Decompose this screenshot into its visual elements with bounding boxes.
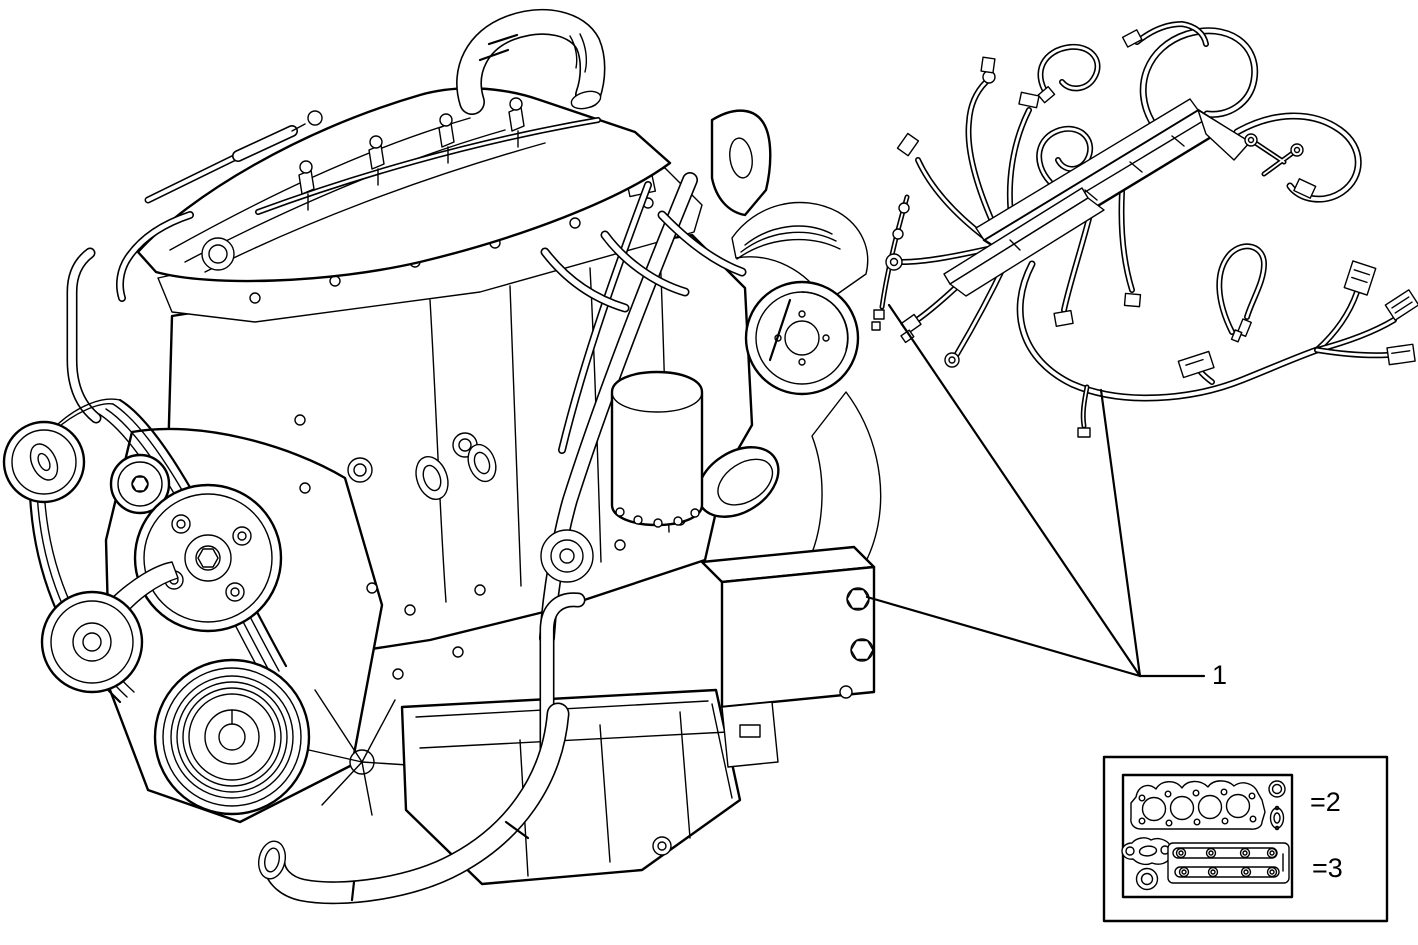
wiring-harness-drawing bbox=[871, 21, 1418, 438]
starter-bolt bbox=[850, 638, 874, 662]
breather-hose bbox=[116, 211, 194, 302]
water-pump-pulley bbox=[133, 483, 283, 633]
gasket-label-3: =3 bbox=[1312, 853, 1343, 883]
oil-filter bbox=[610, 370, 704, 528]
head-gasket-drawing bbox=[1130, 780, 1286, 831]
injector bbox=[438, 113, 455, 164]
starter-motor-block bbox=[700, 545, 876, 768]
crankshaft-pulley bbox=[153, 658, 311, 816]
injector bbox=[508, 97, 525, 148]
turbocharger bbox=[696, 201, 882, 595]
fuel-rail-and-injectors bbox=[255, 97, 601, 215]
exhaust-manifold bbox=[540, 210, 747, 313]
injection-pump bbox=[540, 529, 594, 583]
heater-standpipe bbox=[66, 247, 102, 424]
gasket-label-2: =2 bbox=[1310, 787, 1341, 817]
lifting-eye-bracket bbox=[710, 109, 772, 217]
lower-gasket-set-drawing bbox=[1121, 837, 1290, 891]
injector bbox=[298, 160, 315, 211]
small-idler-pulley bbox=[109, 453, 171, 515]
gasket-inset-box: =2 =3 bbox=[1102, 755, 1389, 923]
callout-1-label: 1 bbox=[1212, 660, 1227, 690]
callout-leader-lines bbox=[865, 303, 1206, 678]
lower-intake-hose bbox=[257, 702, 570, 905]
engine-assembly-drawing bbox=[2, 8, 882, 905]
starter-bolt bbox=[846, 587, 870, 611]
idler-pulley bbox=[2, 420, 86, 504]
harness-trunk bbox=[943, 98, 1251, 297]
injector bbox=[368, 135, 385, 186]
harness-wires bbox=[879, 21, 1397, 429]
dipstick-tube bbox=[144, 110, 323, 204]
belt-tensioner-pulley bbox=[40, 561, 179, 694]
intake-elbow-hose bbox=[456, 8, 606, 115]
coolant-pipe bbox=[539, 592, 586, 756]
oil-filler-cap bbox=[201, 237, 235, 271]
thermostat-housing bbox=[415, 443, 497, 501]
